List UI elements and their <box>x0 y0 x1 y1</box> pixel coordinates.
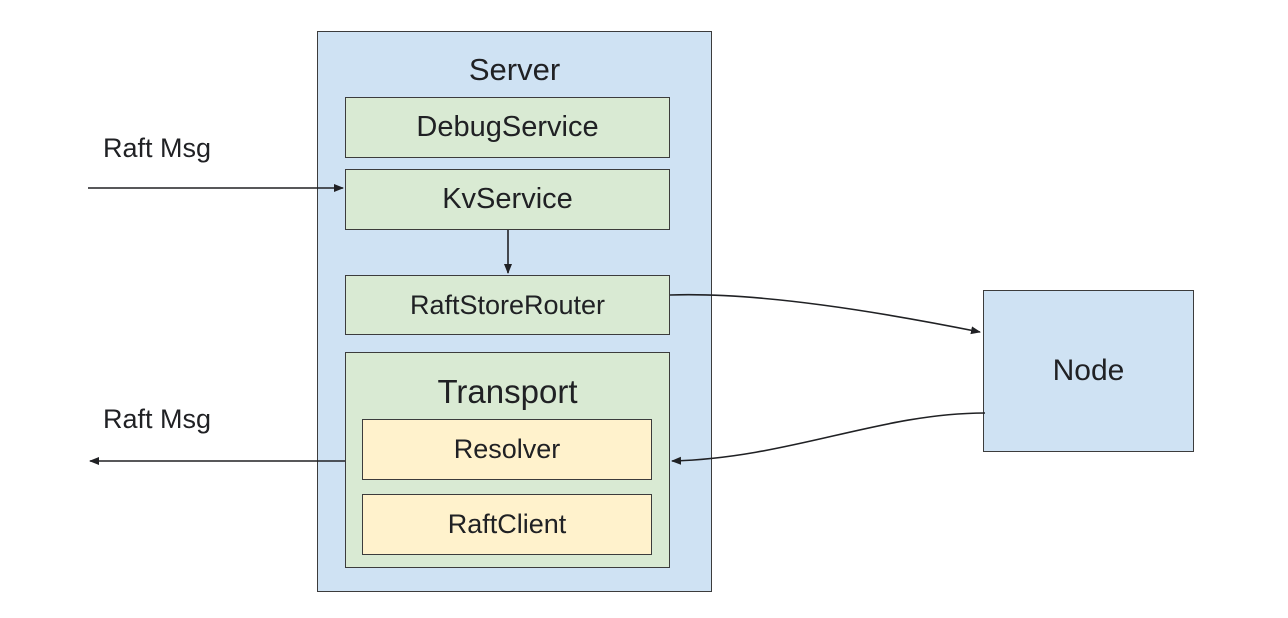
debug-service-box: DebugService <box>345 97 670 158</box>
server-title: Server <box>468 52 561 87</box>
node-box: Node <box>983 290 1194 452</box>
raft-client-label: RaftClient <box>447 509 567 539</box>
raft-store-router-label: RaftStoreRouter <box>409 289 606 320</box>
kv-service-box: KvService <box>345 169 670 230</box>
transport-title: Transport <box>437 373 578 410</box>
kv-service-label: KvService <box>442 183 573 215</box>
raft-client-box: RaftClient <box>362 494 652 555</box>
incoming-raft-msg-label: Raft Msg <box>103 133 212 163</box>
raft-store-router-box: RaftStoreRouter <box>345 275 670 335</box>
node-label: Node <box>1052 354 1125 387</box>
resolver-label: Resolver <box>453 434 561 464</box>
outgoing-raft-msg-label: Raft Msg <box>103 404 212 434</box>
router-to-node-arrow <box>669 293 981 335</box>
node-to-transport-arrow <box>671 412 986 465</box>
debug-service-label: DebugService <box>416 111 599 143</box>
resolver-box: Resolver <box>362 419 652 480</box>
